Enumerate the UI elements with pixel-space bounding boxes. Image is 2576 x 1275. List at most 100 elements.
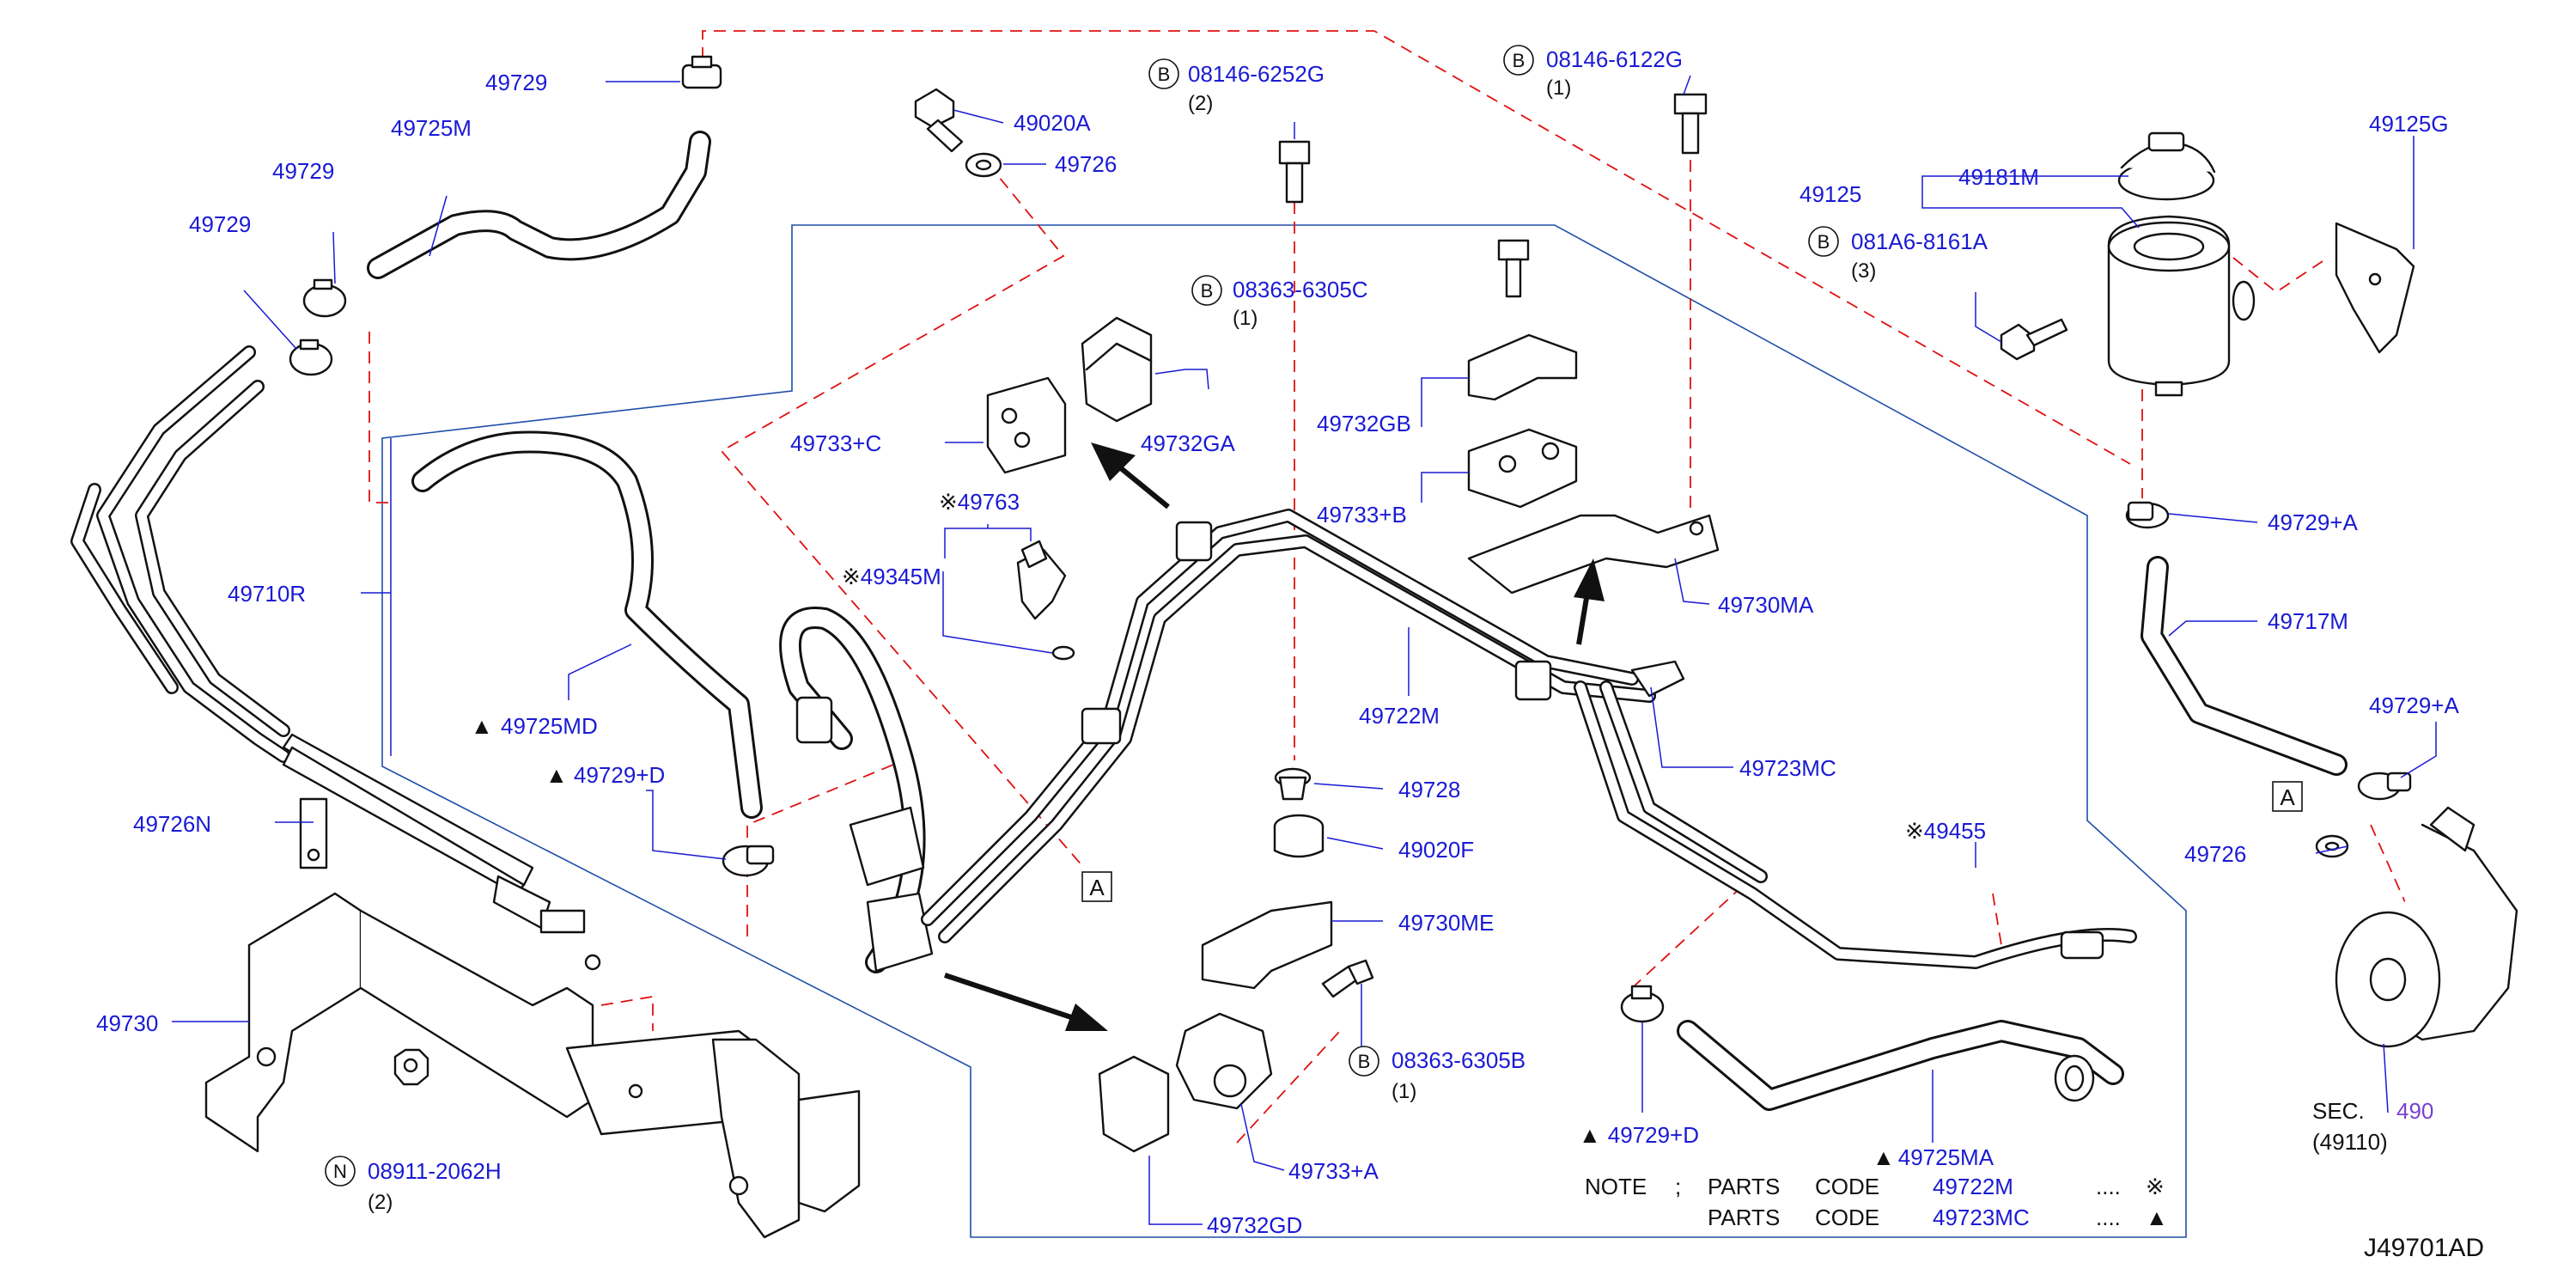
label-49729D-left: 49729+D	[574, 762, 665, 788]
label-49345M: ※49345M	[842, 564, 941, 589]
label-49717M: 49717M	[2268, 608, 2348, 634]
label-49729-mid: 49729	[272, 158, 334, 184]
note-row1-part: 49722M	[1933, 1174, 2013, 1199]
label-49730: 49730	[96, 1010, 158, 1036]
clamp-49729A-bottom	[2357, 772, 2412, 801]
clamp-49733B	[1467, 428, 1578, 509]
note-title: NOTE	[1585, 1174, 1647, 1199]
clamp-49733A	[1175, 1012, 1273, 1110]
label-49725MD: 49725MD	[501, 713, 598, 739]
clamp-49732GA	[1081, 316, 1153, 423]
label-49729A-top: 49729+A	[2268, 509, 2358, 535]
label-49763: ※49763	[939, 489, 1020, 515]
pipe-49710R	[70, 345, 290, 763]
clamp-49732GB	[1467, 333, 1578, 401]
arrow-up-left	[1091, 442, 1170, 509]
ref-a-right: A	[2280, 784, 2295, 810]
label-49455: ※49455	[1905, 818, 1986, 844]
leader-lines	[172, 75, 2437, 1225]
bolt-08146-6122G	[1673, 93, 1708, 155]
label-49732GD: 49732GD	[1207, 1212, 1302, 1238]
label-49726-right: 49726	[2184, 841, 2246, 867]
clamp-49729-mid	[302, 278, 347, 318]
triangle-49729D-left: ▲	[545, 762, 568, 788]
label-49726N: 49726N	[133, 811, 211, 837]
bolt-08363-6305C	[1497, 239, 1530, 298]
sec-link[interactable]: 490	[2396, 1098, 2433, 1124]
note-row2-part: 49723MC	[1933, 1205, 2030, 1230]
label-49722M: 49722M	[1359, 703, 1440, 729]
arrow-down-right	[944, 973, 1108, 1031]
label-08911-2062H: 08911-2062H	[368, 1158, 502, 1184]
note-row1-dots: ....	[2096, 1174, 2121, 1199]
note-block: NOTE ; PARTS CODE 49722M .... ※ PARTS CO…	[1585, 1174, 2168, 1230]
triangle-49725MD: ▲	[471, 713, 493, 739]
reference-dash-lines	[368, 30, 2406, 1144]
grommet-49728	[1274, 767, 1312, 801]
label-49728: 49728	[1398, 777, 1460, 802]
label-49125: 49125	[1800, 181, 1861, 207]
clamp-49729-low	[289, 339, 333, 376]
note-row1-w2: CODE	[1815, 1174, 1879, 1199]
label-49732GB: 49732GB	[1317, 411, 1411, 436]
hose-49725M	[367, 131, 711, 279]
qty-08911-2062H: (2)	[368, 1191, 393, 1214]
marker-n-08911-2062H: N	[333, 1161, 347, 1182]
clamp-49729A-top	[2125, 501, 2170, 529]
qty-08146-6252G: (2)	[1188, 92, 1213, 115]
part-labels: 49729 49725M 49729 49729 49710R 49725MD …	[96, 46, 2459, 1238]
clamp-49729-top	[681, 55, 722, 89]
label-49020F: 49020F	[1398, 837, 1474, 863]
bolt-08363-6305B	[1321, 959, 1374, 998]
bracket-49730MA	[1467, 514, 1720, 595]
sensor-49763	[1016, 540, 1067, 620]
bolt-49020A	[914, 88, 964, 153]
bracket-49125G	[2335, 222, 2415, 354]
sec-prefix: SEC.	[2312, 1098, 2365, 1124]
label-49125G: 49125G	[2369, 111, 2449, 137]
note-row2-w2: CODE	[1815, 1205, 1879, 1230]
label-49729-top: 49729	[485, 70, 547, 95]
ref-a-boxes: A A	[1081, 781, 2303, 902]
clamp-49732GD	[1098, 1055, 1170, 1153]
note-row2-w1: PARTS	[1708, 1205, 1780, 1230]
pipe-49723MC	[1574, 680, 2137, 969]
clamp-49729D-left	[722, 845, 775, 877]
bracket-49730	[204, 892, 861, 1239]
label-49733A: 49733+A	[1288, 1158, 1379, 1184]
label-49725MA: ▲49725MA	[1873, 1144, 1994, 1170]
washer-49726-center	[965, 152, 1002, 178]
power-steering-pump	[2335, 806, 2518, 1048]
label-49020A: 49020A	[1014, 110, 1091, 136]
oring-49345M	[1051, 645, 1075, 661]
label-49181M: 49181M	[1958, 164, 2039, 190]
label-081A6-8161A: 081A6-8161A	[1851, 229, 1988, 254]
label-49730ME: 49730ME	[1398, 910, 1494, 936]
triangle-markers: ▲ ▲	[471, 713, 568, 788]
label-49729A-bottom: 49729+A	[2369, 692, 2459, 718]
hose-49717M	[2141, 556, 2348, 776]
nut-08911-2062H	[393, 1048, 429, 1086]
label-49733B: 49733+B	[1317, 502, 1407, 528]
note-row2-sym: ▲	[2146, 1205, 2168, 1230]
label-49729-low: 49729	[189, 211, 251, 237]
qty-08363-6305C: (1)	[1233, 307, 1258, 330]
label-08146-6122G: 08146-6122G	[1546, 46, 1683, 72]
washer-49726-right	[2315, 834, 2349, 858]
label-49725M: 49725M	[391, 115, 472, 141]
clamp-49733C	[986, 376, 1067, 474]
note-sep: ;	[1675, 1174, 1681, 1199]
label-49726-center: 49726	[1055, 151, 1117, 177]
qty-08363-6305B: (1)	[1392, 1080, 1416, 1103]
bolt-081A6-8161A	[2000, 318, 2068, 361]
spacer-49020F	[1273, 814, 1325, 858]
hose-49725MA	[1677, 1020, 2124, 1111]
qty-081A6-8161A: (3)	[1851, 259, 1876, 283]
label-49723MC: 49723MC	[1739, 755, 1836, 781]
bolt-markers: B B B B B N	[325, 45, 1839, 1187]
qty-08146-6122G: (1)	[1546, 76, 1571, 100]
pipe-49722M	[921, 509, 1685, 943]
marker-b-08146-6122G: B	[1513, 50, 1526, 71]
marker-b-08146-6252G: B	[1158, 64, 1171, 85]
